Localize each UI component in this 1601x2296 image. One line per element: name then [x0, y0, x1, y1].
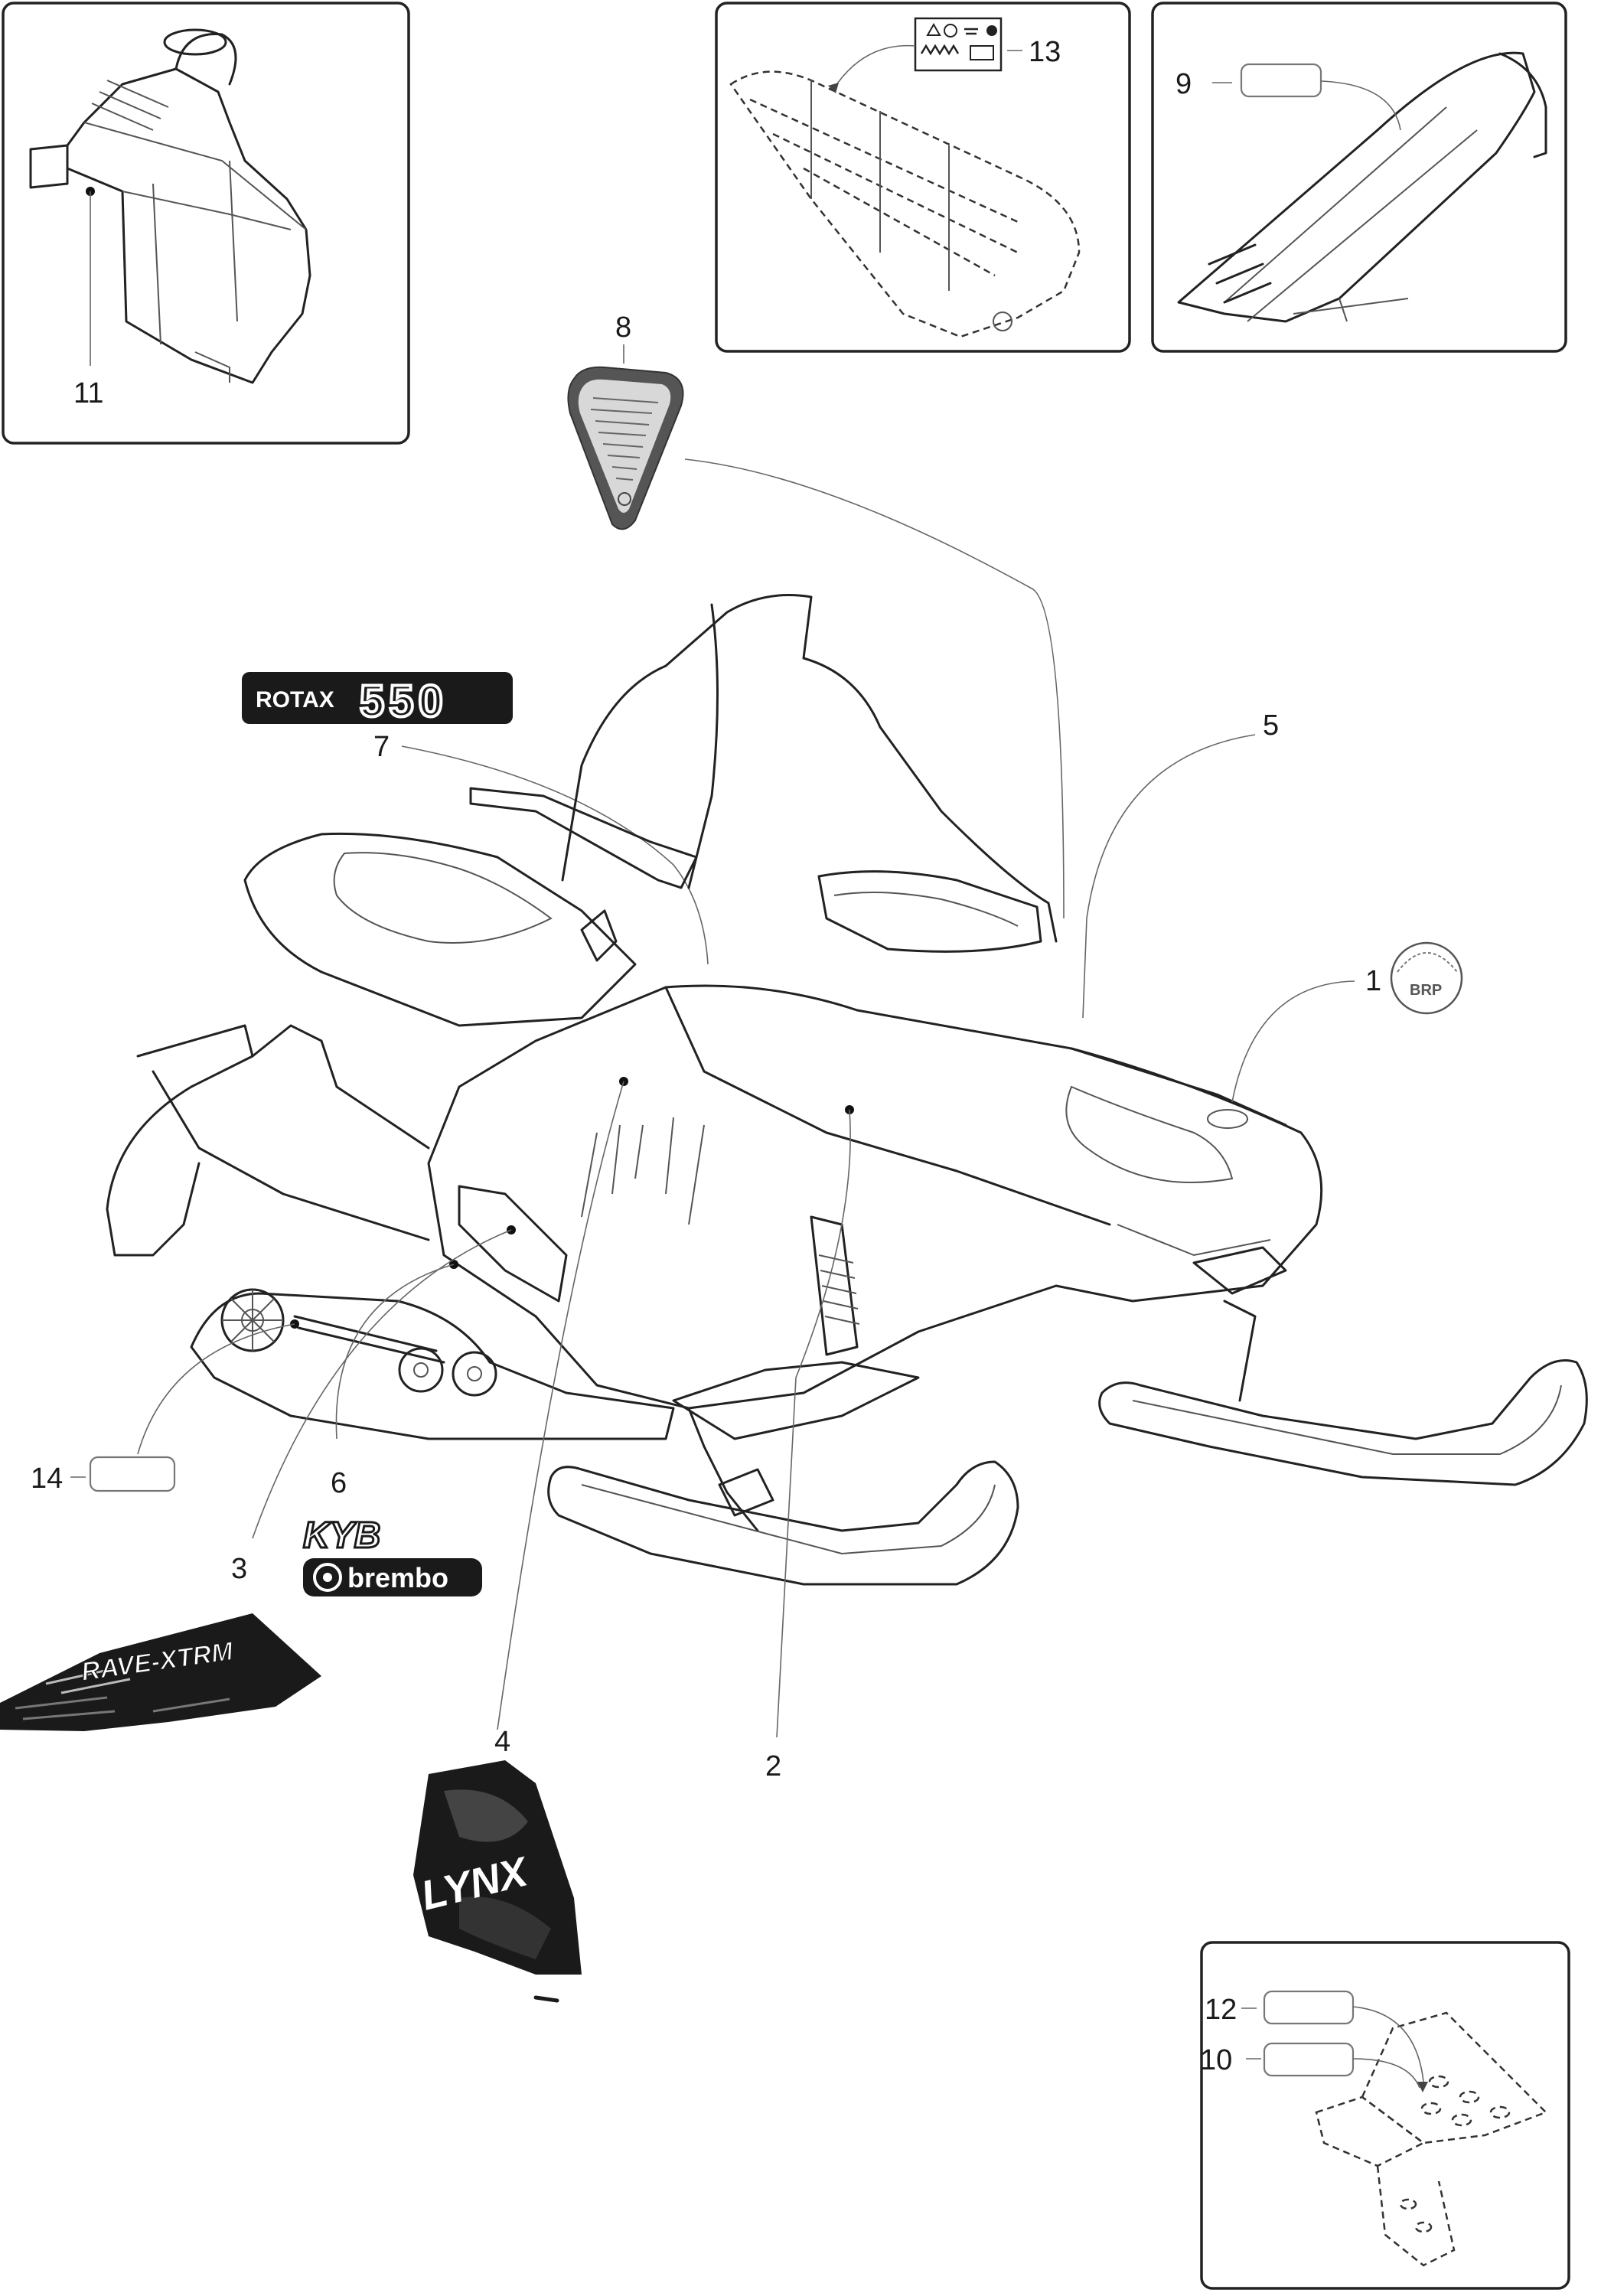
callout-3: 3: [231, 1553, 247, 1585]
seat-drawing: [729, 70, 1081, 338]
decal-kyb-brembo: KYB brembo: [302, 1515, 482, 1596]
person-icon: [986, 25, 997, 36]
brp-badge: [1390, 941, 1463, 1015]
idler-wheel: [452, 1351, 497, 1397]
fuel-tank-drawing: [29, 28, 311, 384]
label-placeholder-9: [1240, 63, 1322, 98]
panel-fuel-tank: 11: [2, 2, 410, 445]
rotax-model-text: 550: [360, 677, 448, 726]
panel-frame: [2, 2, 410, 445]
track-icon: [920, 44, 960, 56]
prohibition-icon: [944, 24, 957, 38]
callout-11: 11: [73, 377, 103, 409]
callout-1: 1: [1365, 965, 1381, 997]
label-placeholder-14: [89, 1456, 176, 1492]
callout-4: 4: [494, 1726, 510, 1758]
rotax-text: ROTAX: [256, 687, 334, 713]
decal-7-rotax: ROTAX 550 7: [242, 672, 709, 965]
panel-rear-flap: 9: [1151, 2, 1567, 353]
callout-12: 12: [1205, 1994, 1237, 2026]
decal-rave-stripe: RAVE-XTRM: [0, 1613, 321, 1731]
callout-2: 2: [765, 1750, 781, 1782]
panel-bracket: 12 10: [1200, 1941, 1570, 2290]
panel-frame: [715, 2, 1131, 353]
callout-3-group: 3: [231, 1229, 512, 1585]
decal-8-warning: 8: [567, 311, 1065, 919]
callout-14: 14: [31, 1463, 63, 1495]
callout-14-group: 14: [31, 1323, 295, 1495]
callout-9: 9: [1175, 68, 1192, 100]
callout-13: 13: [1029, 36, 1061, 68]
callout-7: 7: [373, 731, 390, 763]
callout-6-group: 6: [331, 1264, 455, 1499]
callout-2-group: 2: [765, 1109, 851, 1782]
decal-lynx-panel: LYNX: [413, 1760, 582, 2003]
panel-frame: [1200, 1941, 1570, 2290]
warning-triangle-icon: [926, 22, 941, 36]
decal-1-brp: 1 BRP: [1231, 941, 1463, 1103]
bracket-drawing: [1315, 2011, 1548, 2267]
label-placeholder-12: [1263, 1990, 1355, 2025]
snowmobile-drawing: [106, 594, 1588, 1586]
callout-5: 5: [1263, 709, 1279, 742]
label-placeholder-10: [1263, 2042, 1355, 2077]
warning-label-13: [914, 17, 1003, 72]
callout-10: 10: [1200, 2044, 1232, 2076]
panel-seat: 13: [715, 2, 1131, 353]
callout-8: 8: [615, 311, 631, 344]
brembo-decal-bg: [303, 1558, 482, 1596]
brembo-text: brembo: [347, 1562, 448, 1593]
headlight: [1207, 1109, 1248, 1129]
idler-wheel: [398, 1347, 444, 1393]
rotax-decal-bg: [242, 672, 513, 724]
callout-6: 6: [331, 1467, 347, 1499]
brembo-disc-icon: [313, 1563, 342, 1592]
kyb-text: KYB: [303, 1515, 380, 1556]
rear-flap-drawing: [1177, 51, 1547, 323]
brp-text: BRP: [1410, 982, 1442, 999]
callout-4-group: 4: [494, 1081, 624, 1758]
callout-5-group: 5: [1082, 709, 1279, 1019]
